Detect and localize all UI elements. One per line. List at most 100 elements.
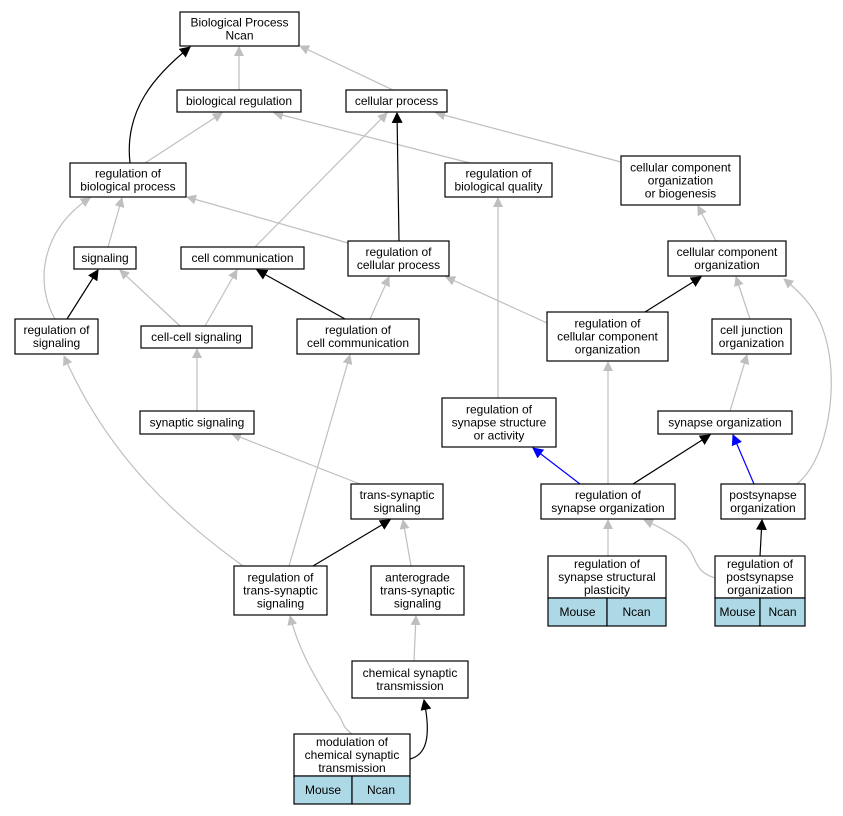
node-label-line: organization	[694, 258, 759, 272]
node-label-line: cellular process	[355, 94, 438, 108]
node-label-line: cellular process	[357, 258, 440, 272]
node-label-line: cell junction	[720, 323, 783, 337]
node-box	[345, 89, 448, 113]
node-label-line: regulation of	[465, 167, 532, 181]
edge-line	[43, 197, 91, 320]
edge-rcc-to-rcp	[369, 276, 390, 320]
annotation-tag-cell	[293, 775, 353, 805]
node-breg[interactable]: biological regulation	[176, 89, 302, 113]
node-box	[720, 483, 806, 520]
node-label-line: or biogenesis	[645, 187, 716, 201]
node-label-line: regulation of	[466, 403, 533, 417]
edge-so-to-cjo	[729, 354, 750, 412]
edge-line	[204, 269, 238, 327]
node-label-line: signaling	[394, 597, 441, 611]
edge-line	[299, 45, 394, 91]
edge-line	[119, 269, 181, 327]
node-label-line: cellular component	[677, 245, 778, 259]
node-box	[14, 318, 99, 355]
edge-line	[409, 698, 432, 760]
node-ccs[interactable]: cell-cell signaling	[140, 325, 253, 349]
edge-layer	[43, 45, 832, 760]
node-label-line: regulation of	[575, 488, 642, 502]
edge-rbp-to-breg	[144, 112, 223, 164]
edge-line	[287, 615, 353, 735]
node-box	[370, 565, 465, 616]
edge-cco-to-ccob	[697, 205, 717, 242]
edge-rbq-to-breg	[273, 110, 471, 164]
edge-rtss-to-rcc	[288, 354, 353, 567]
node-label-line: biological regulation	[186, 94, 292, 108]
edge-pso-to-so	[731, 433, 755, 485]
node-box	[347, 240, 450, 277]
edge-ccs-to-cc	[204, 269, 238, 327]
edge-rpso-to-rso	[643, 519, 716, 579]
edge-rtss-to-tss	[312, 519, 391, 567]
edge-rcco-to-cco	[644, 276, 702, 313]
edge-line	[128, 46, 191, 164]
edge-rcc-to-cc	[256, 269, 346, 320]
node-box	[667, 240, 787, 277]
node-label-line: plasticity	[584, 583, 630, 597]
node-box	[179, 11, 300, 47]
edge-line	[399, 519, 412, 567]
node-box	[620, 155, 741, 206]
node-sig[interactable]: signaling	[73, 246, 137, 270]
node-box	[441, 397, 557, 448]
annotation-tag-cell	[759, 597, 806, 627]
node-label-line: synaptic signaling	[150, 416, 245, 430]
node-box	[351, 660, 469, 699]
edge-line	[783, 278, 832, 485]
node-ssig[interactable]: synaptic signaling	[139, 410, 255, 435]
edge-line	[288, 354, 353, 567]
edge-line	[435, 110, 622, 163]
edge-mcst-to-rtss	[287, 615, 353, 735]
node-label-line: regulation of	[574, 317, 641, 331]
node-label-line: trans-synaptic	[243, 584, 318, 598]
node-label-line: regulation of	[365, 245, 432, 259]
node-box	[540, 483, 676, 520]
edge-line	[66, 269, 99, 320]
node-cp[interactable]: cellular process	[345, 89, 448, 113]
node-label-line: biological quality	[454, 180, 542, 194]
node-label-line: organization	[719, 336, 784, 350]
node-label-line: biological process	[80, 180, 175, 194]
node-label-line: signaling	[373, 501, 420, 515]
annotation-tag-cell	[606, 597, 667, 627]
edge-rtss-to-rsig	[63, 355, 244, 567]
node-so[interactable]: synapse organization	[657, 410, 793, 435]
edge-line	[312, 519, 391, 567]
node-box	[180, 246, 305, 270]
edge-sig-to-rbp	[107, 197, 125, 248]
edge-line	[63, 355, 244, 567]
node-label-line: regulation of	[95, 167, 162, 181]
node-box	[73, 246, 137, 270]
node-cc[interactable]: cell communication	[180, 246, 305, 270]
node-label-line: regulation of	[247, 571, 314, 585]
edge-line	[186, 194, 349, 244]
node-label-line: cell communication	[307, 336, 409, 350]
node-rpso[interactable]: regulation ofpostsynapseorganizationMous…	[714, 555, 806, 627]
edge-cjo-to-cco	[734, 276, 751, 320]
annotation-tag-label: Ncan	[622, 605, 650, 619]
edge-cst-to-atss	[410, 615, 421, 662]
